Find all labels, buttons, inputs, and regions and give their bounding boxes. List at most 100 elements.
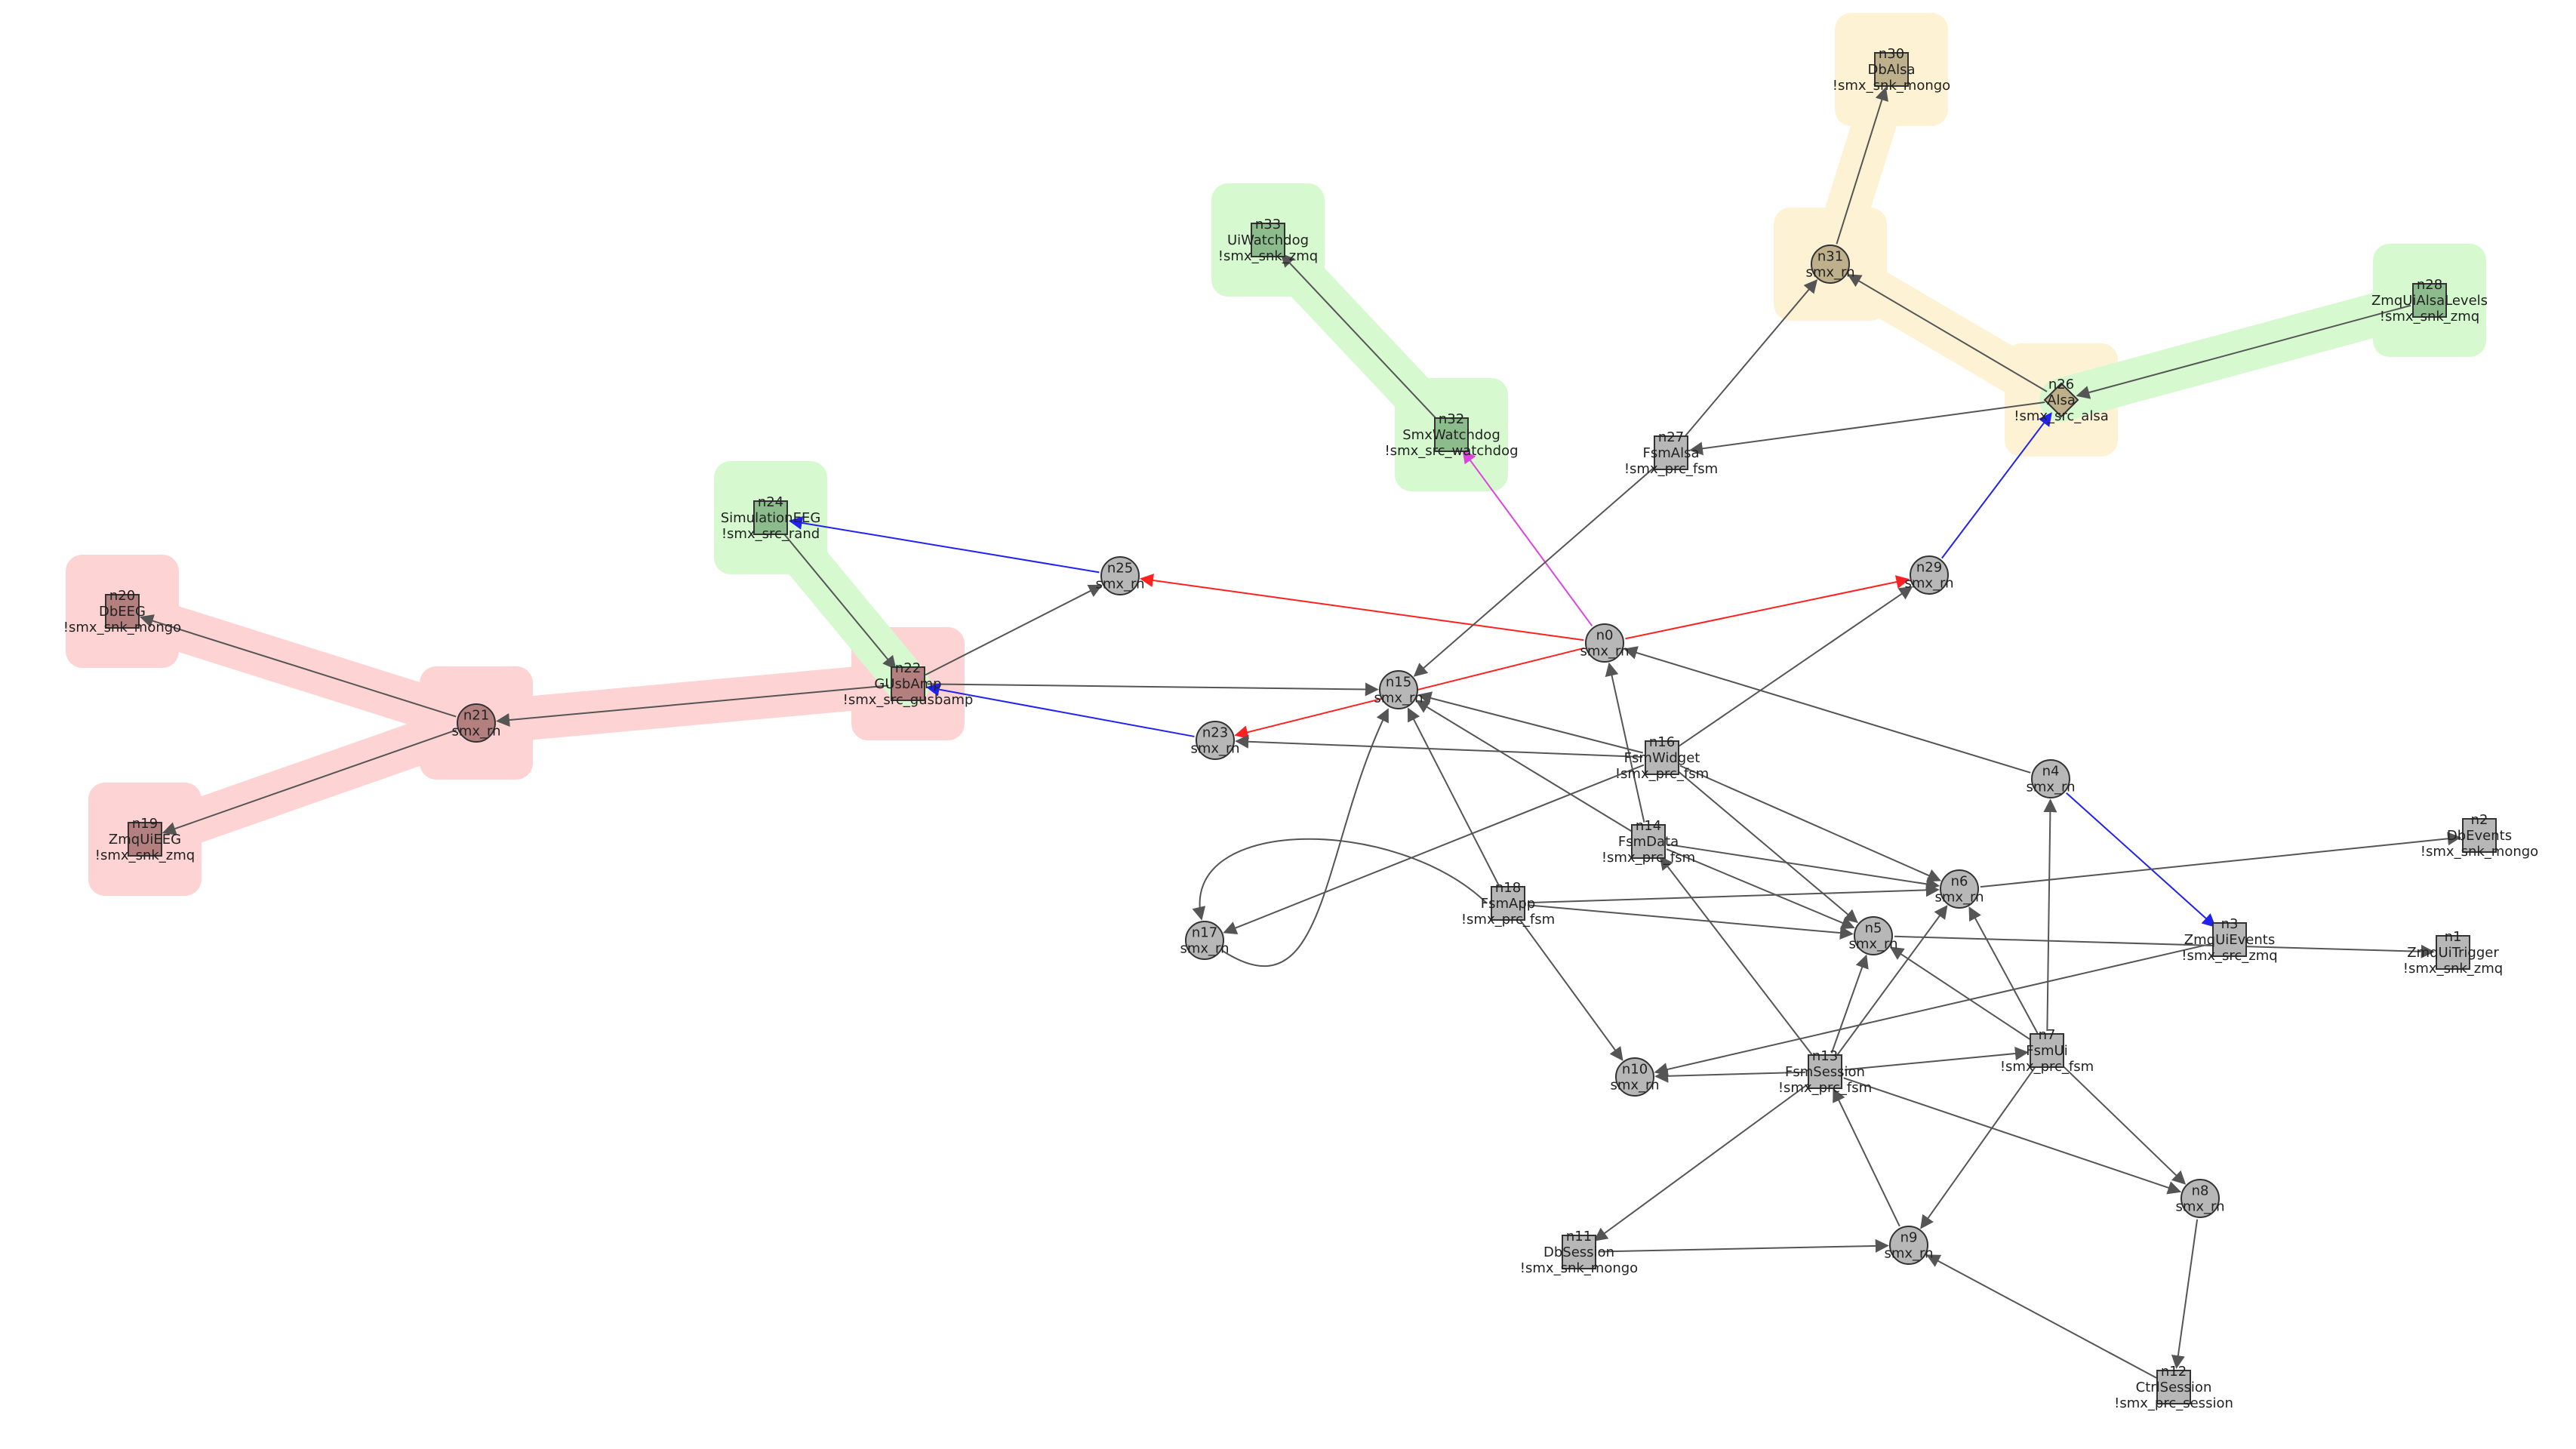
edge-n23-n22 [925,682,1195,737]
node-id-label: n16 [1649,734,1675,750]
edge-n13-n14 [1659,856,1814,1057]
edge-n32-n33 [1280,253,1439,421]
node-name-label: FsmUi [2026,1043,2067,1059]
edge-curved-n18-n17 [1192,838,1488,921]
edge-n14-n6 [1667,843,1940,891]
edge-n7-n4 [2043,798,2057,1032]
square-node-shape [2212,922,2247,957]
edge-n21-n20 [140,614,457,718]
node-type-label: !smx_snk_mongo [63,620,181,635]
edge-n5-n1 [1894,935,2435,958]
edge-n24-n22 [782,532,897,670]
node-name-label: ZmqUiAlsaLevels [2371,293,2488,309]
node-id-label: n26 [2048,377,2074,392]
node-name-label: DbEEG [99,604,146,620]
node-type-label: !smx_src_alsa [2014,408,2109,424]
square-node-shape [1562,1235,1596,1269]
node-type-label: !smx_snk_mongo [2421,844,2538,860]
node-name-label: smx_rn [1904,576,1953,592]
edge-n14-n15 [1415,700,1633,832]
edge-n29-n26 [1941,412,2052,559]
node-id-label: n32 [1439,411,1464,427]
edge-n7-n5 [1889,946,2031,1041]
node-id-label: n7 [2039,1027,2056,1043]
circle-node-shape [1185,921,1224,960]
circle-node-shape [1196,721,1235,760]
circle-node-shape [1889,1226,1928,1265]
edge-n26-n27 [1688,401,2045,456]
edge-n31-n30 [1836,87,1888,245]
node-name-label: smx_rn [1580,644,1629,660]
node-id-label: n18 [1495,880,1521,896]
square-node-shape [1808,1054,1842,1089]
edge-n12-n9 [1926,1254,2157,1379]
node-name-label: smx_rn [1095,577,1144,592]
node-name-label: smx_rn [2026,780,2075,795]
node-id-label: n1 [2445,929,2462,945]
edge-n8-n12 [2171,1219,2199,1370]
square-node-shape [2462,818,2497,853]
edge-n7-n9 [1920,1066,2036,1229]
node-id-label: n23 [1202,725,1228,741]
edge-n27-n31 [1683,279,1818,438]
node-id-label: n25 [1107,561,1133,577]
node-id-label: n17 [1192,925,1217,941]
edge-n7-n6 [1968,906,2039,1034]
node-id-label: n14 [1636,818,1661,834]
node-id-label: n28 [2417,277,2442,293]
edge-n0-n25 [1139,574,1584,641]
node-id-label: n10 [1622,1062,1648,1078]
node-name-label: GUsbAmp [874,676,941,692]
node-name-label: smx_rn [1180,941,1229,957]
edge-n9-n13 [1833,1088,1900,1227]
node-id-label: n6 [1951,874,1968,890]
edge-curved-n17-n15 [1222,708,1389,968]
edge-n27-n15 [1413,465,1657,677]
node-name-label: smx_rn [2175,1199,2224,1215]
node-type-label: !smx_prc_fsm [1602,850,1695,866]
edge-n4-n0 [1623,646,2031,774]
edge-n21-n19 [162,729,457,835]
edge-n0-n32 [1462,449,1593,627]
node-name-label: FsmWidget [1624,750,1700,766]
node-type-label: !smx_src_zmq [2181,948,2277,964]
node-name-label: ZmqUiEvents [2184,932,2275,948]
edge-n16-n17 [1223,764,1645,934]
node-id-label: n9 [1900,1230,1918,1246]
square-node-shape [2156,1370,2191,1404]
